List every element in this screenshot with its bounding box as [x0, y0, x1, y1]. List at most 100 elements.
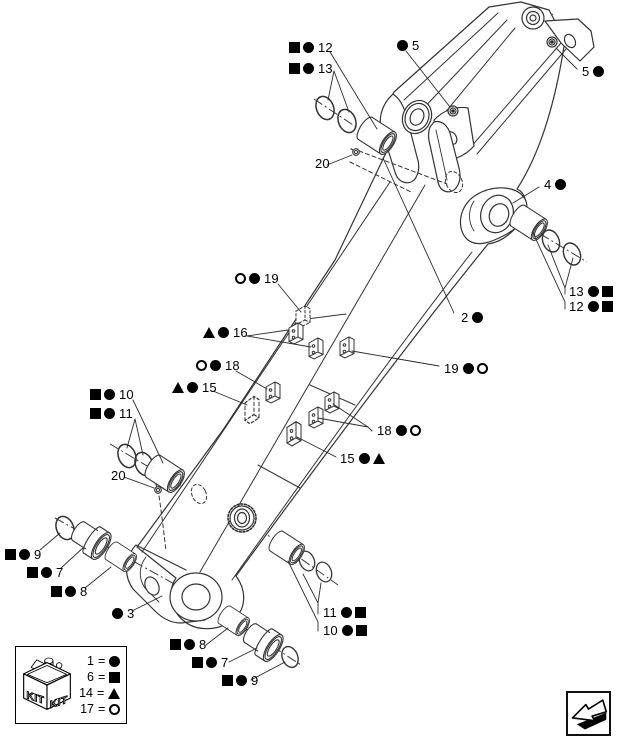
open-circle-icon: [409, 424, 421, 436]
kit-item-number: 1: [87, 653, 94, 668]
open-circle-icon: [196, 359, 207, 371]
callout-13: 13: [289, 61, 334, 75]
part-number: 20: [315, 155, 330, 171]
callout-9: 9: [222, 673, 259, 687]
filled-square-icon: [27, 566, 38, 578]
callout-9: 9: [5, 547, 42, 561]
filled-circle-icon: [555, 178, 567, 190]
filled-circle-icon: [104, 407, 115, 419]
callout-5: 5: [581, 64, 605, 78]
filled-circle-icon: [395, 424, 407, 436]
callout-10: 10: [322, 623, 367, 637]
page-arrow-icon: [571, 699, 608, 730]
callout-15: 15: [172, 380, 218, 394]
open-circle-icon: [235, 272, 246, 284]
filled-circle-icon: [397, 39, 408, 51]
kit-legend-row-6: 6=: [77, 669, 121, 684]
filled-circle-icon: [340, 606, 352, 618]
part-number: 10: [119, 386, 134, 402]
callout-7: 7: [27, 565, 64, 579]
part-number: 13: [318, 60, 333, 76]
leader-lines: [39, 47, 578, 681]
callout-11: 11: [322, 605, 366, 619]
callout-11: 11: [90, 406, 134, 420]
filled-square-icon: [90, 407, 101, 419]
kit-item-number: 17: [80, 701, 94, 716]
part-number: 19: [444, 360, 459, 376]
arm-head: [521, 6, 595, 62]
kit-item-number: 6: [87, 669, 94, 684]
filled-square-icon: [601, 285, 613, 297]
part-number: 16: [233, 324, 248, 340]
filled-circle-icon: [65, 585, 76, 597]
filled-circle-icon: [249, 272, 260, 284]
kit-legend-row-17: 17=: [77, 701, 121, 716]
open-circle-icon: [476, 362, 488, 374]
callout-15: 15: [339, 451, 385, 465]
part-number: 5: [412, 37, 420, 53]
part-number: 8: [80, 583, 88, 599]
kit-legend-row-14: 14=: [76, 685, 121, 700]
part-number: 9: [251, 672, 259, 688]
filled-circle-icon: [109, 655, 121, 667]
callout-18: 18: [376, 423, 421, 437]
callout-8: 8: [170, 637, 207, 651]
filled-triangle-icon: [203, 326, 215, 338]
callout-12: 12: [289, 40, 334, 54]
filled-circle-icon: [472, 311, 484, 323]
filled-circle-icon: [19, 548, 30, 560]
callout-18: 18: [196, 358, 241, 372]
part-number: 12: [569, 298, 584, 314]
filled-circle-icon: [236, 674, 247, 686]
filled-triangle-icon: [372, 452, 385, 464]
filled-square-icon: [5, 548, 16, 560]
filled-circle-icon: [187, 381, 198, 393]
part-number: 11: [119, 405, 133, 421]
next-figure-button[interactable]: [566, 691, 611, 736]
filled-triangle-icon: [172, 381, 184, 393]
filled-circle-icon: [462, 362, 474, 374]
part-number: 7: [221, 654, 229, 670]
callout-3: 3: [112, 606, 135, 620]
arm-weldment-outline: [126, 1, 595, 630]
callout-20: 20: [314, 156, 331, 170]
callout-13: 13: [568, 284, 613, 298]
filled-circle-icon: [210, 359, 221, 371]
filled-square-icon: [51, 585, 62, 597]
filled-square-icon: [90, 388, 101, 400]
seal-ring: [278, 643, 302, 671]
part-number: 20: [111, 467, 126, 483]
filled-circle-icon: [104, 388, 115, 400]
equals-sign: =: [98, 653, 106, 668]
filled-square-icon: [222, 674, 233, 686]
filled-circle-icon: [587, 300, 599, 312]
filled-circle-icon: [358, 452, 370, 464]
callout-19: 19: [235, 271, 280, 285]
filled-circle-icon: [206, 656, 217, 668]
lower-boss: [126, 544, 223, 624]
serrated-boss: [227, 503, 257, 533]
kit-box-icon: KIT KIT: [23, 657, 71, 712]
part-number: 2: [461, 309, 469, 325]
kit-symbol-key: 1=6=14=17=: [76, 655, 128, 715]
open-circle-icon: [109, 703, 121, 715]
kit-item-number: 14: [79, 685, 93, 700]
part-number: 10: [323, 622, 338, 638]
filled-circle-icon: [341, 624, 353, 636]
filled-triangle-icon: [108, 687, 121, 699]
part-number: 7: [56, 564, 64, 580]
equals-sign: =: [98, 669, 106, 684]
part-number: 4: [544, 176, 552, 192]
kit-label-right: KIT: [50, 694, 68, 712]
filled-circle-icon: [218, 326, 229, 338]
part-number: 18: [225, 357, 240, 373]
part-number: 12: [318, 39, 333, 55]
filled-circle-icon: [303, 62, 314, 74]
callout-5: 5: [397, 38, 420, 52]
callout-10: 10: [90, 387, 135, 401]
filled-square-icon: [355, 624, 367, 636]
filled-square-icon: [109, 671, 121, 683]
filled-square-icon: [354, 606, 366, 618]
callout-8: 8: [51, 584, 88, 598]
